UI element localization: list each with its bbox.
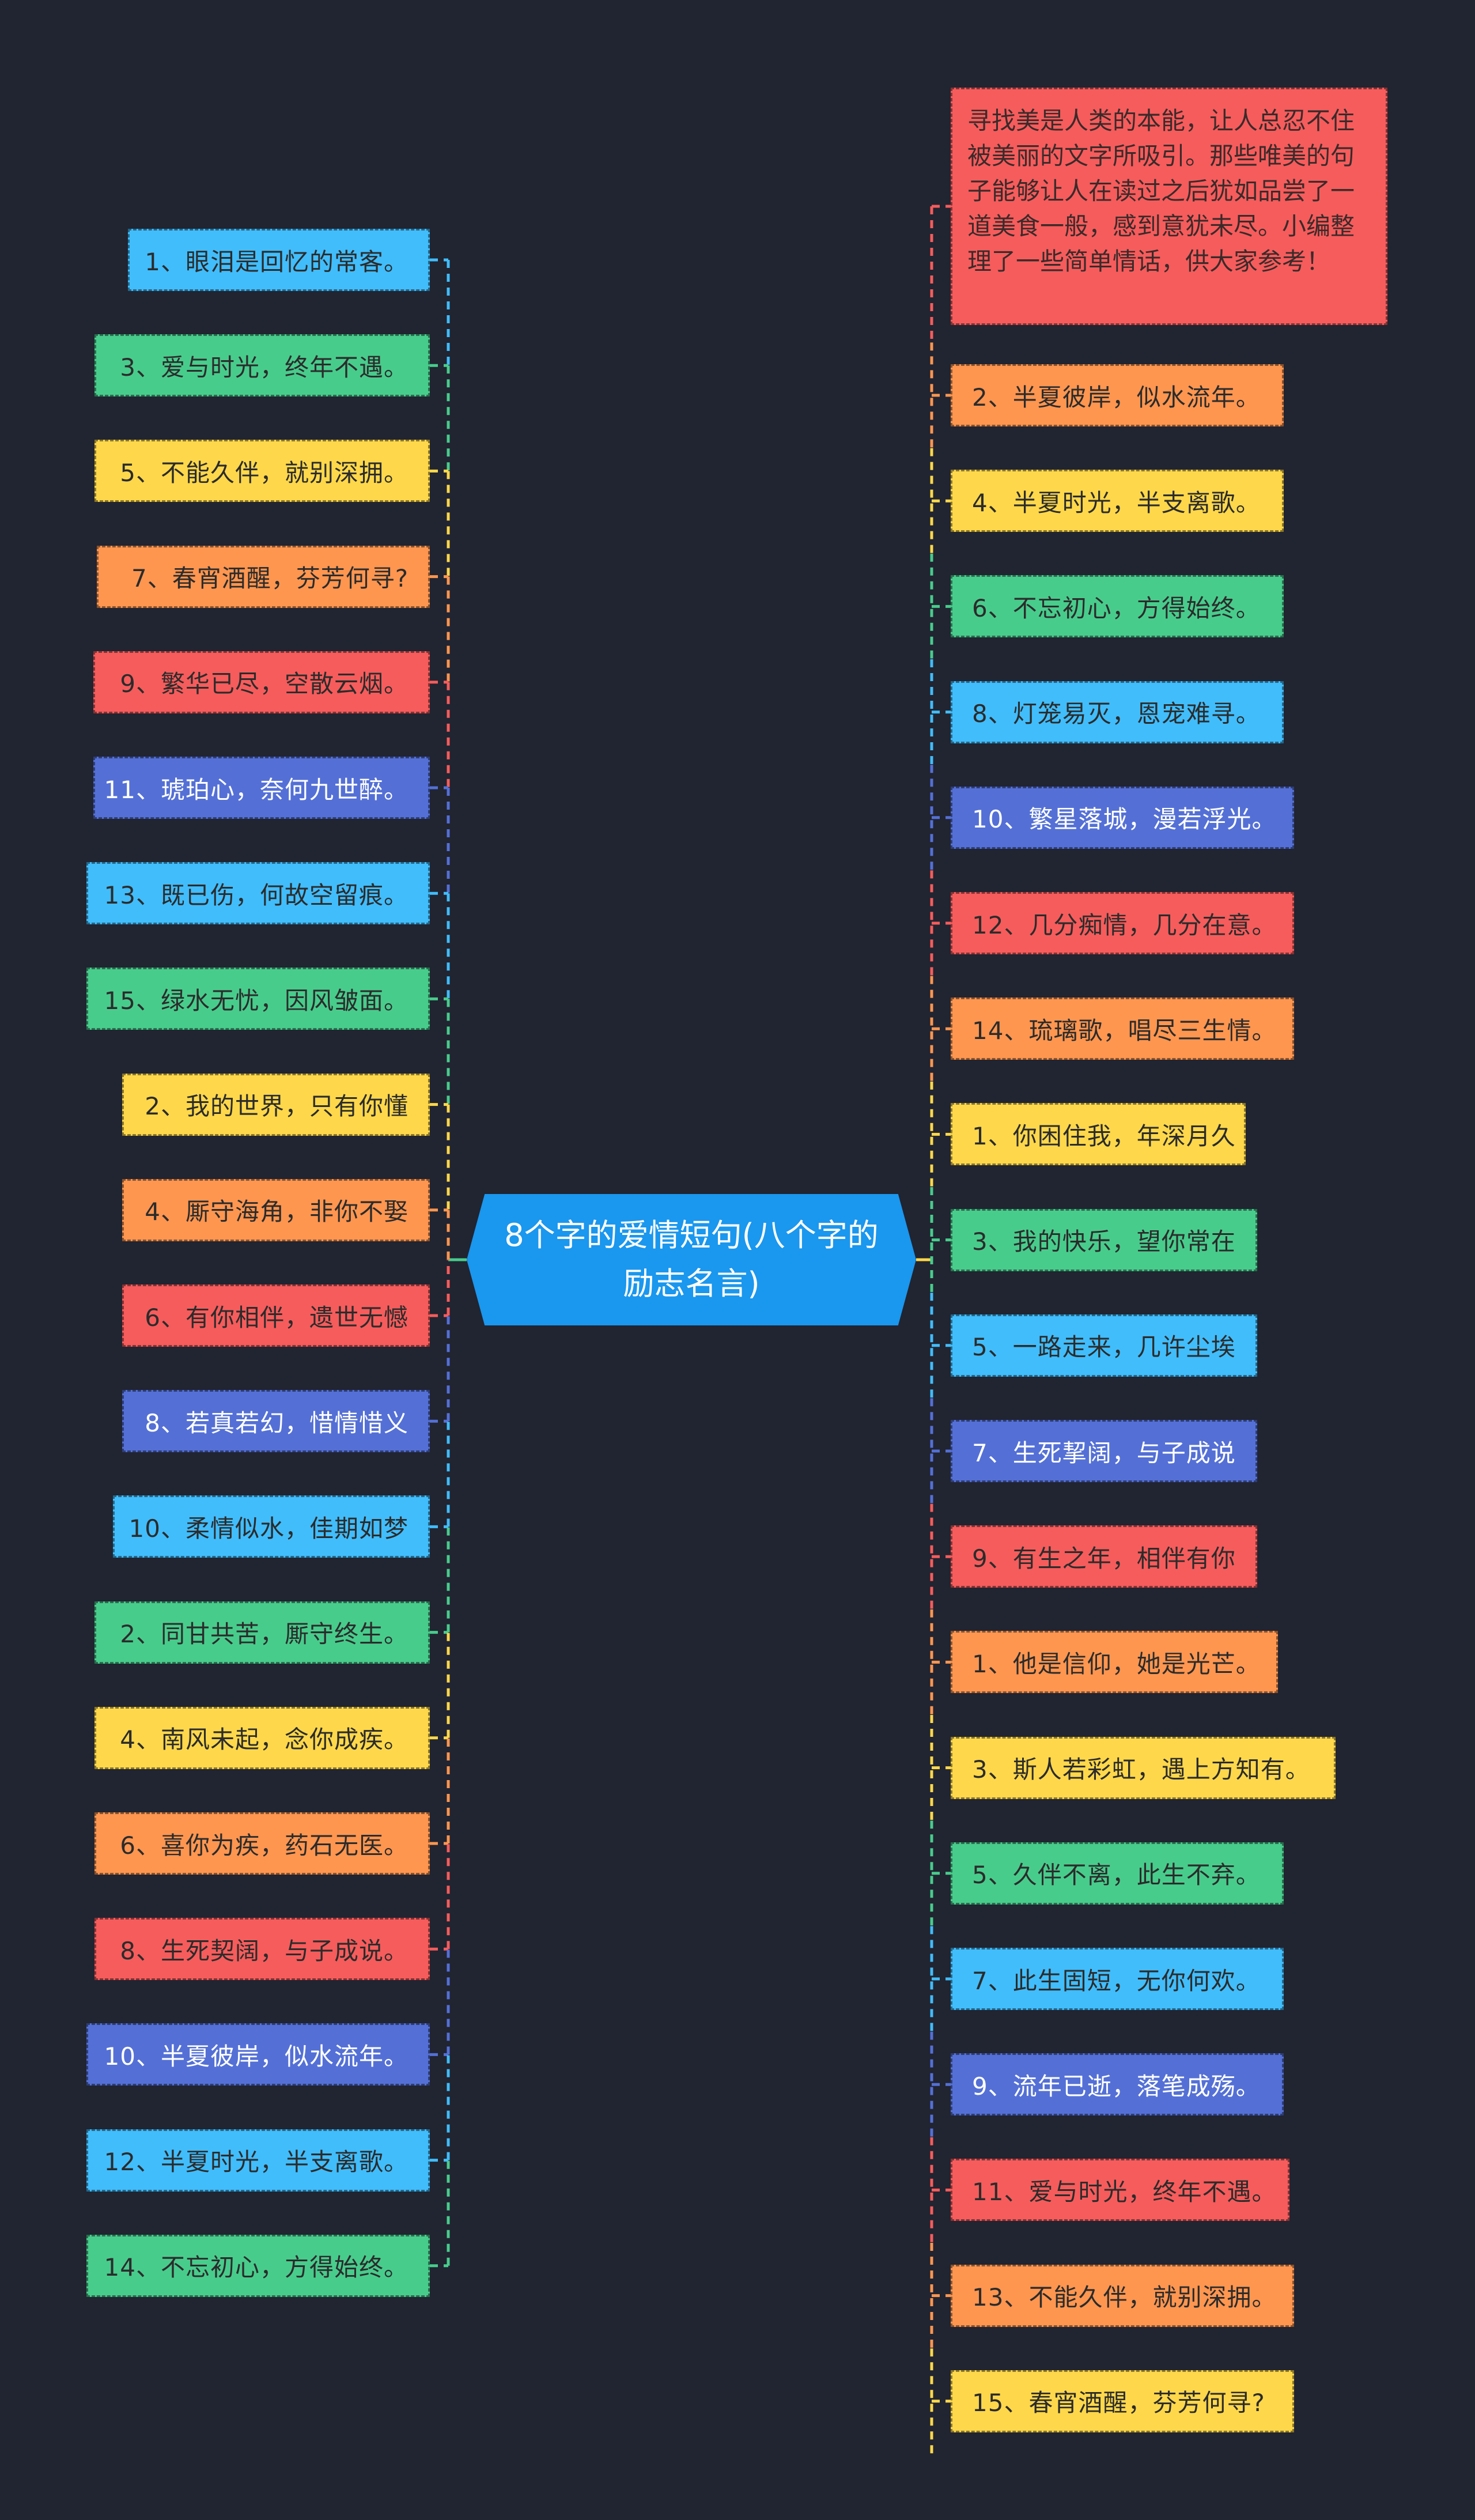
left-node[interactable]: 2、同甘共苦，厮守终生。 <box>94 1601 430 1664</box>
right-node-label: 10、繁星落城，漫若浮光。 <box>972 805 1277 834</box>
intro-node[interactable]: 寻找美是人类的本能，让人总忍不住被美丽的文字所吸引。那些唯美的句子能够让人在读过… <box>951 88 1387 325</box>
right-node-label: 1、他是信仰，她是光芒。 <box>972 1649 1261 1678</box>
right-node-label: 1、你困住我，年深月久 <box>972 1121 1236 1150</box>
left-node-label: 3、爱与时光，终年不遇。 <box>120 353 409 381</box>
left-node-label: 2、我的世界，只有你懂 <box>145 1092 409 1121</box>
left-node-label: 1、眼泪是回忆的常客。 <box>145 247 409 276</box>
left-node[interactable]: 6、喜你为疾，药石无医。 <box>94 1812 430 1875</box>
left-node-label: 4、南风未起，念你成疾。 <box>120 1725 409 1754</box>
left-node-label: 14、不忘初心，方得始终。 <box>104 2253 409 2282</box>
right-node[interactable]: 9、有生之年，相伴有你 <box>951 1525 1257 1588</box>
right-node[interactable]: 11、爱与时光，终年不遇。 <box>951 2159 1289 2221</box>
left-node[interactable]: 9、繁华已尽，空散云烟。 <box>93 651 430 713</box>
left-node-label: 6、喜你为疾，药石无医。 <box>120 1831 409 1860</box>
right-node-label: 3、斯人若彩虹，遇上方知有。 <box>972 1755 1310 1784</box>
right-node[interactable]: 1、他是信仰，她是光芒。 <box>951 1631 1278 1694</box>
right-node[interactable]: 5、久伴不离，此生不弃。 <box>951 1842 1284 1905</box>
right-node[interactable]: 7、生死挈阔，与子成说 <box>951 1420 1257 1482</box>
left-node[interactable]: 3、爱与时光，终年不遇。 <box>94 334 430 397</box>
right-node[interactable]: 2、半夏彼岸，似水流年。 <box>951 364 1284 426</box>
left-node-label: 7、春宵酒醒，芬芳何寻? <box>131 564 409 593</box>
root-topic-label: 8个字的爱情短句(八个字的励志名言) <box>504 1217 879 1302</box>
left-node[interactable]: 2、我的世界，只有你懂 <box>122 1073 430 1136</box>
right-node-label: 8、灯笼易灭，恩宠难寻。 <box>972 700 1261 728</box>
left-node[interactable]: 11、琥珀心，奈何九世醉。 <box>93 757 430 819</box>
left-node[interactable]: 4、南风未起，念你成疾。 <box>94 1706 430 1769</box>
right-node-label: 12、几分痴情，几分在意。 <box>972 910 1277 939</box>
right-node[interactable]: 9、流年已逝，落笔成殇。 <box>951 2053 1284 2116</box>
right-node-label: 9、有生之年，相伴有你 <box>972 1544 1236 1573</box>
right-node-label: 5、一路走来，几许尘埃 <box>972 1333 1236 1362</box>
right-node-label: 11、爱与时光，终年不遇。 <box>972 2177 1277 2206</box>
left-node-label: 4、厮守海角，非你不娶 <box>145 1197 409 1226</box>
right-node[interactable]: 7、此生固短，无你何欢。 <box>951 1948 1284 2010</box>
right-node[interactable]: 14、琉璃歌，唱尽三生情。 <box>951 998 1294 1060</box>
left-node[interactable]: 5、不能久伴，就别深拥。 <box>94 440 430 503</box>
left-node[interactable]: 13、既已伤，何故空留痕。 <box>86 862 430 925</box>
left-node[interactable]: 12、半夏时光，半支离歌。 <box>86 2129 430 2192</box>
right-node-label: 6、不忘初心，方得始终。 <box>972 594 1261 622</box>
left-node[interactable]: 10、柔情似水，佳期如梦 <box>113 1495 430 1558</box>
left-node[interactable]: 10、半夏彼岸，似水流年。 <box>86 2023 430 2086</box>
right-node-label: 3、我的快乐，望你常在 <box>972 1227 1236 1256</box>
left-node-label: 11、琥珀心，奈何九世醉。 <box>104 775 409 804</box>
right-node[interactable]: 8、灯笼易灭，恩宠难寻。 <box>951 681 1284 743</box>
right-node-label: 7、此生固短，无你何欢。 <box>972 1966 1261 1995</box>
right-node-label: 4、半夏时光，半支离歌。 <box>972 488 1261 517</box>
left-node[interactable]: 15、绿水无忧，因风皱面。 <box>86 968 430 1030</box>
left-node[interactable]: 7、春宵酒醒，芬芳何寻? <box>97 545 430 608</box>
left-node-label: 12、半夏时光，半支离歌。 <box>104 2148 409 2177</box>
left-node-label: 6、有你相伴，遗世无憾 <box>145 1303 409 1332</box>
left-node-label: 8、若真若幻，惜情惜义 <box>145 1408 409 1437</box>
right-node[interactable]: 5、一路走来，几许尘埃 <box>951 1314 1257 1377</box>
left-node-label: 15、绿水无忧，因风皱面。 <box>104 986 409 1015</box>
right-node[interactable]: 15、春宵酒醒，芬芳何寻? <box>951 2370 1294 2432</box>
left-node[interactable]: 1、眼泪是回忆的常客。 <box>128 229 430 291</box>
right-node-label: 13、不能久伴，就别深拥。 <box>972 2283 1277 2312</box>
right-node[interactable]: 4、半夏时光，半支离歌。 <box>951 470 1284 532</box>
right-node[interactable]: 3、斯人若彩虹，遇上方知有。 <box>951 1736 1336 1799</box>
left-node-label: 8、生死契阔，与子成说。 <box>120 1936 409 1965</box>
left-node-label: 9、繁华已尽，空散云烟。 <box>120 670 409 698</box>
right-node-label: 9、流年已逝，落笔成殇。 <box>972 2072 1261 2100</box>
right-node[interactable]: 1、你困住我，年深月久 <box>951 1103 1246 1166</box>
right-node[interactable]: 10、繁星落城，漫若浮光。 <box>951 786 1294 849</box>
right-node[interactable]: 12、几分痴情，几分在意。 <box>951 892 1294 954</box>
left-node-label: 13、既已伤，何故空留痕。 <box>104 881 409 909</box>
right-node[interactable]: 13、不能久伴，就别深拥。 <box>951 2264 1294 2327</box>
left-node-label: 2、同甘共苦，厮守终生。 <box>120 1620 409 1649</box>
left-node[interactable]: 4、厮守海角，非你不娶 <box>122 1178 430 1241</box>
right-node-label: 14、琉璃歌，唱尽三生情。 <box>972 1016 1277 1045</box>
right-node-label: 5、久伴不离，此生不弃。 <box>972 1861 1261 1890</box>
left-node-label: 5、不能久伴，就别深拥。 <box>120 458 409 487</box>
right-node-label: 7、生死挈阔，与子成说 <box>972 1438 1236 1467</box>
right-node-label: 15、春宵酒醒，芬芳何寻? <box>972 2389 1265 2417</box>
right-node-label: 2、半夏彼岸，似水流年。 <box>972 383 1261 411</box>
left-node-label: 10、柔情似水，佳期如梦 <box>128 1514 409 1543</box>
right-node[interactable]: 3、我的快乐，望你常在 <box>951 1208 1257 1271</box>
left-node[interactable]: 14、不忘初心，方得始终。 <box>86 2234 430 2297</box>
right-node[interactable]: 6、不忘初心，方得始终。 <box>951 575 1284 638</box>
left-node[interactable]: 8、生死契阔，与子成说。 <box>94 1918 430 1981</box>
left-node-label: 10、半夏彼岸，似水流年。 <box>104 2042 409 2071</box>
root-topic-node[interactable]: 8个字的爱情短句(八个字的励志名言) <box>467 1194 916 1325</box>
left-node[interactable]: 8、若真若幻，惜情惜义 <box>122 1390 430 1453</box>
left-node[interactable]: 6、有你相伴，遗世无憾 <box>122 1284 430 1347</box>
